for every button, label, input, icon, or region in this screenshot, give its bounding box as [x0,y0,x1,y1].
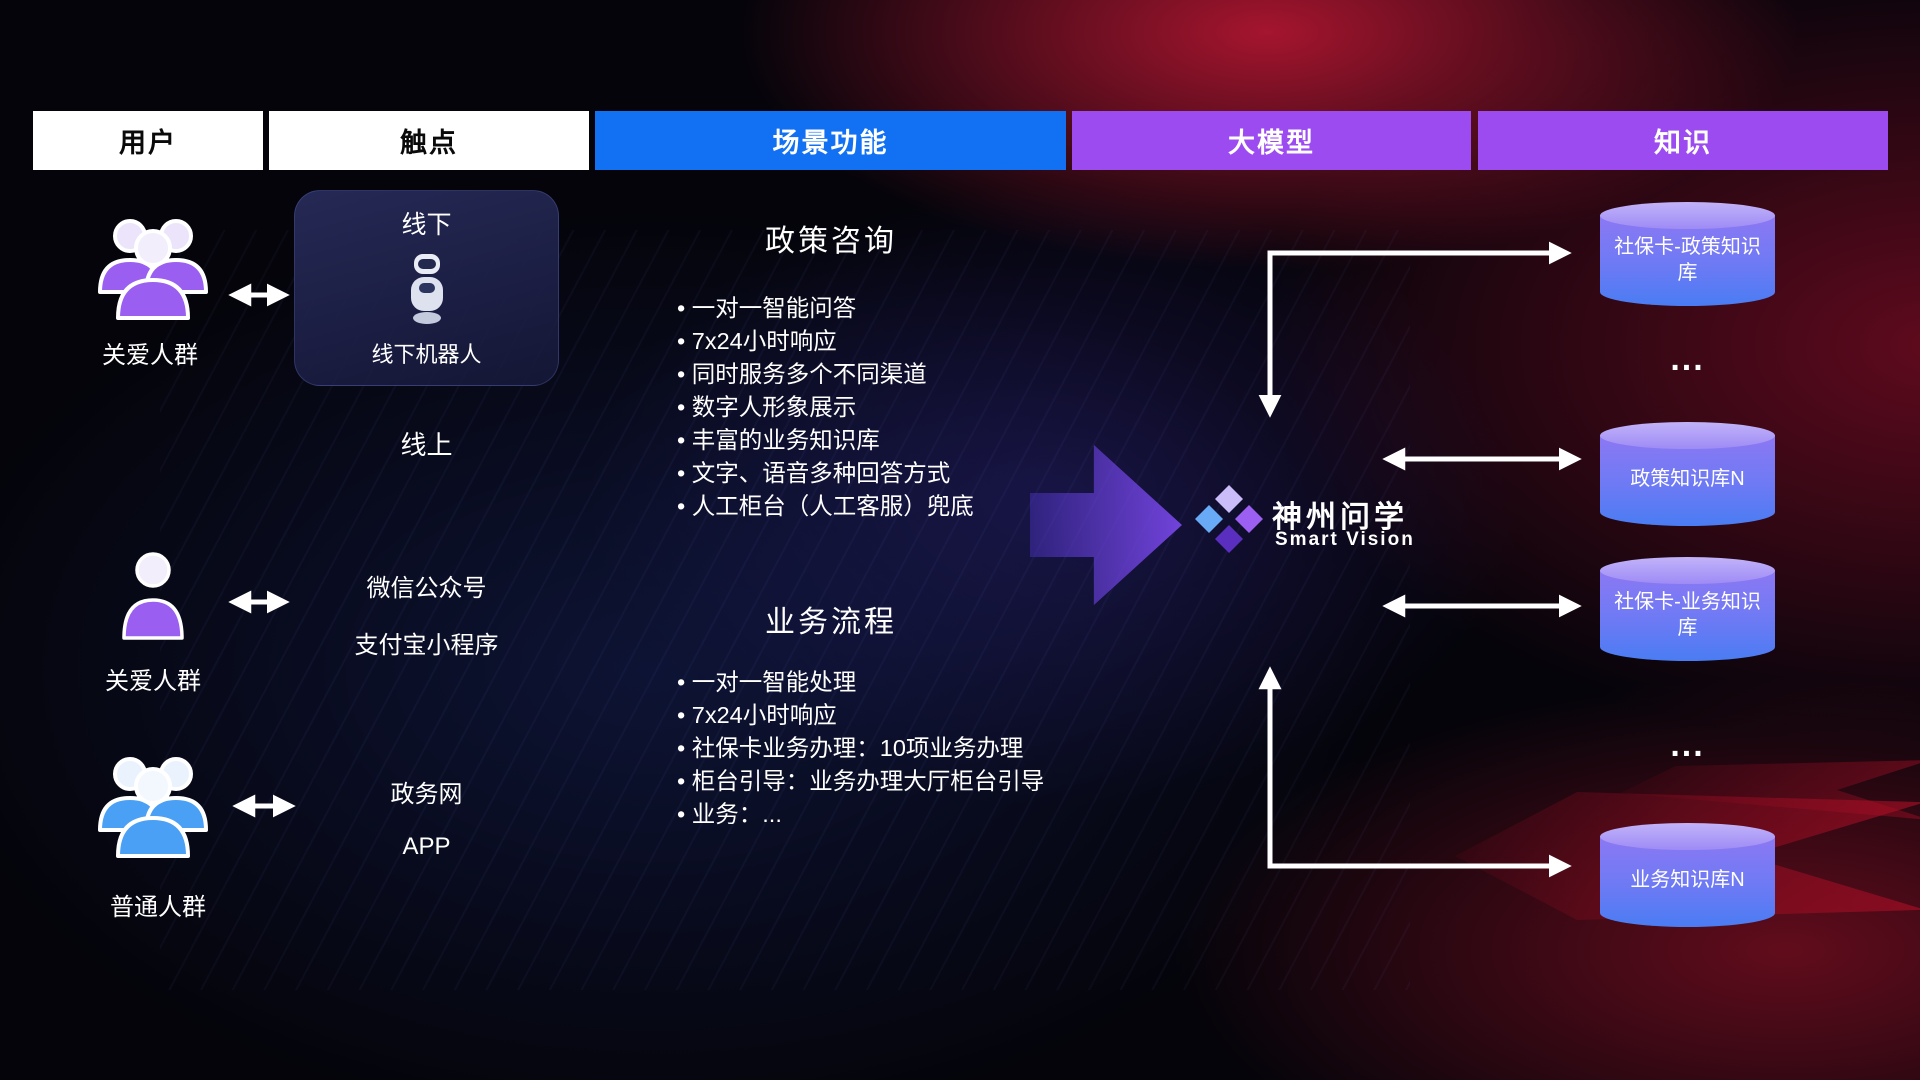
database-cylinder [1600,435,1775,526]
knowledge-db-label: 社保卡-政策知识库 [1614,236,1761,284]
touchpoint-alipay: 支付宝小程序 [354,632,499,659]
offline-title: 线下 [401,211,452,239]
knowledge-db-label: 社保卡-业务知识库 [1614,591,1761,639]
knowledge-db-label: 业务知识库N [1630,869,1745,891]
scenario-item: 人工柜台（人工客服）兜底 [677,490,974,523]
scenario-item: 柜台引导：业务办理大厅柜台引导 [677,765,1045,798]
database-cylinder-top [1600,202,1775,229]
user-label-care-group-2: 关爱人群 [105,668,201,695]
ellipsis-business: ... [1670,726,1705,764]
offline-robot-label: 线下机器人 [371,342,482,367]
model-logo-icon [1192,482,1266,556]
care-group-icon [92,210,214,322]
knowledge-db-business-n: 业务知识库N [1600,823,1775,927]
column-header-model: 大模型 [1072,111,1471,170]
model-name: 神州问学 [1272,501,1408,534]
model-subtitle: Smart Vision [1275,529,1415,550]
database-cylinder-top [1600,823,1775,850]
scenario-item: 丰富的业务知识库 [677,424,974,457]
user-label-general-group: 普通人群 [110,894,206,921]
scenario-item: 一对一智能处理 [677,666,1044,699]
scenario-item: 7x24小时响应 [677,699,1044,732]
scenario-item: 7x24小时响应 [677,325,974,358]
scenario-policy-title: 政策咨询 [765,225,897,258]
user-label-care-group-1: 关爱人群 [102,342,198,369]
touchpoint-wechat: 微信公众号 [366,575,487,602]
scenario-item: 社保卡业务办理：10项业务办理 [677,732,1044,765]
care-person-icon [120,549,186,641]
database-cylinder-top [1600,422,1775,449]
column-header-knowledge: 知识 [1478,111,1888,170]
scenario-item: 业务：... [677,798,1044,831]
scenario-item: 一对一智能问答 [677,292,974,325]
column-header-touchpoints: 触点 [269,111,589,170]
knowledge-db-label: 政策知识库N [1630,468,1745,490]
offline-touchpoint-card: 线下 线下机器人 [294,190,559,386]
scenario-process-list: 一对一智能处理 7x24小时响应 社保卡业务办理：10项业务办理 柜台引导：业务… [677,666,1045,831]
scenario-process-title: 业务流程 [765,606,897,639]
touchpoint-govweb: 政务网 [390,781,463,808]
knowledge-db-policy-n: 政策知识库N [1600,422,1775,526]
database-cylinder [1600,215,1775,306]
online-title: 线上 [400,430,453,460]
column-header-users: 用户 [33,111,263,170]
scenario-item: 同时服务多个不同渠道 [677,358,974,391]
database-cylinder [1600,570,1775,661]
ellipsis-policy: ... [1670,340,1705,378]
robot-icon [400,252,454,326]
database-cylinder [1600,836,1775,927]
scenario-item: 文字、语音多种回答方式 [677,457,974,490]
touchpoint-app: APP [402,833,451,860]
scenario-item: 数字人形象展示 [677,391,974,424]
knowledge-db-policy-sscard: 社保卡-政策知识库 [1600,202,1775,306]
knowledge-db-business-sscard: 社保卡-业务知识库 [1600,557,1775,661]
column-header-scenarios: 场景功能 [595,111,1066,170]
database-cylinder-top [1600,557,1775,584]
general-group-icon [92,748,214,860]
scenario-policy-list: 一对一智能问答 7x24小时响应 同时服务多个不同渠道 数字人形象展示 丰富的业… [677,292,974,523]
